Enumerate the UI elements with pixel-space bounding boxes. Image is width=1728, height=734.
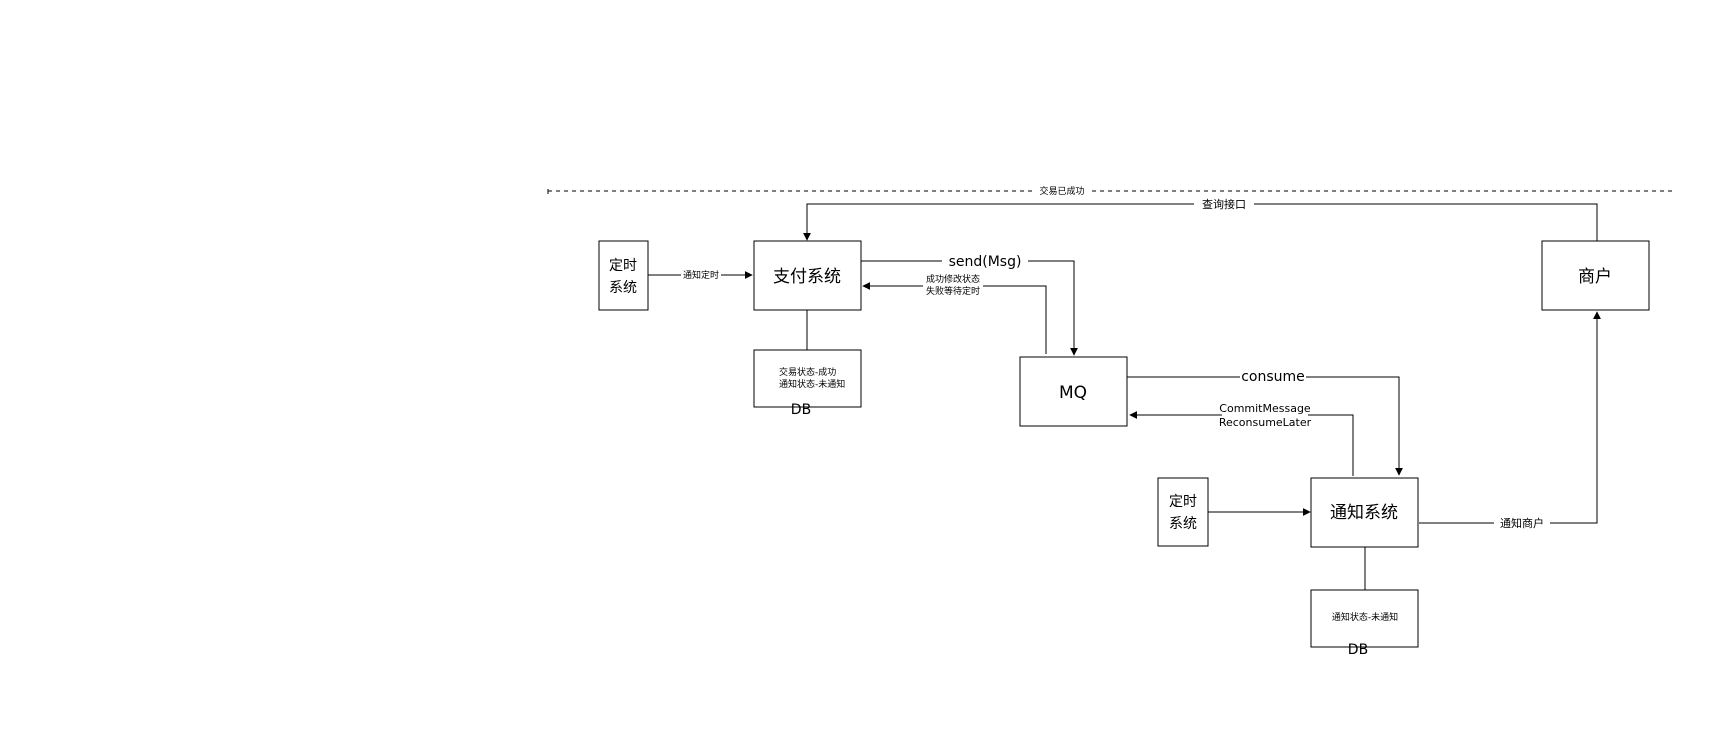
timer-right-line-1: 定时 [1169, 494, 1197, 510]
notify-db-line-1: 通知状态-未通知 [1332, 611, 1398, 623]
trade-success-boundary: 交易已成功 [547, 182, 1672, 198]
timer-right-line-2: 系统 [1169, 516, 1197, 532]
timer-system-left: 定时 系统 [598, 240, 649, 311]
consume-arrow [1127, 376, 1403, 476]
mq: MQ [1019, 356, 1128, 427]
mq-label: MQ [1059, 383, 1087, 403]
edge-send-msg: send(Msg) [861, 251, 1078, 356]
notify-system: 通知系统 [1310, 477, 1419, 548]
notify-timer-label: 通知定时 [683, 269, 719, 281]
pay-system-label: 支付系统 [773, 267, 841, 287]
pay-db-line-1: 交易状态-成功 [779, 366, 836, 378]
timer-left-line-2: 系统 [609, 280, 637, 296]
pay-system: 支付系统 [753, 240, 862, 311]
pay-db: 交易状态-成功 通知状态-未通知 DB [753, 349, 862, 418]
edge-consume: consume [1127, 367, 1403, 476]
edge-ack: 成功修改状态 失败等待定时 [862, 272, 1047, 354]
notify-db: 通知状态-未通知 DB [1310, 589, 1419, 658]
timer-left-line-1: 定时 [609, 258, 637, 274]
timer-system-right: 定时 系统 [1157, 477, 1209, 547]
notify-db-label: DB [1348, 642, 1368, 658]
edge-commit: CommitMessage ReconsumeLater [1129, 400, 1354, 476]
notify-merchant-label: 通知商户 [1500, 516, 1544, 530]
commit-label-line-1: CommitMessage [1219, 402, 1311, 415]
boundary-label: 交易已成功 [1039, 185, 1084, 197]
edge-notify-merchant: 通知商户 [1419, 311, 1601, 531]
merchant: 商户 [1541, 240, 1650, 311]
query-api-label: 查询接口 [1202, 197, 1246, 211]
pay-db-line-2: 通知状态-未通知 [779, 378, 845, 390]
notify-system-label: 通知系统 [1330, 503, 1398, 523]
consume-label: consume [1241, 369, 1305, 385]
send-msg-label: send(Msg) [949, 254, 1022, 270]
pay-db-label: DB [791, 402, 811, 418]
ack-label-line-1: 成功修改状态 [926, 273, 980, 285]
commit-label-line-2: ReconsumeLater [1219, 416, 1312, 429]
notify-merchant-arrow [1419, 311, 1601, 524]
ack-label-line-2: 失败等待定时 [926, 285, 980, 297]
edge-query-api: 查询接口 [803, 196, 1598, 241]
send-msg-arrow [861, 260, 1078, 356]
merchant-label: 商户 [1578, 267, 1612, 287]
commit-arrow [1129, 411, 1354, 476]
edge-notify-timer: 通知定时 [648, 268, 753, 282]
